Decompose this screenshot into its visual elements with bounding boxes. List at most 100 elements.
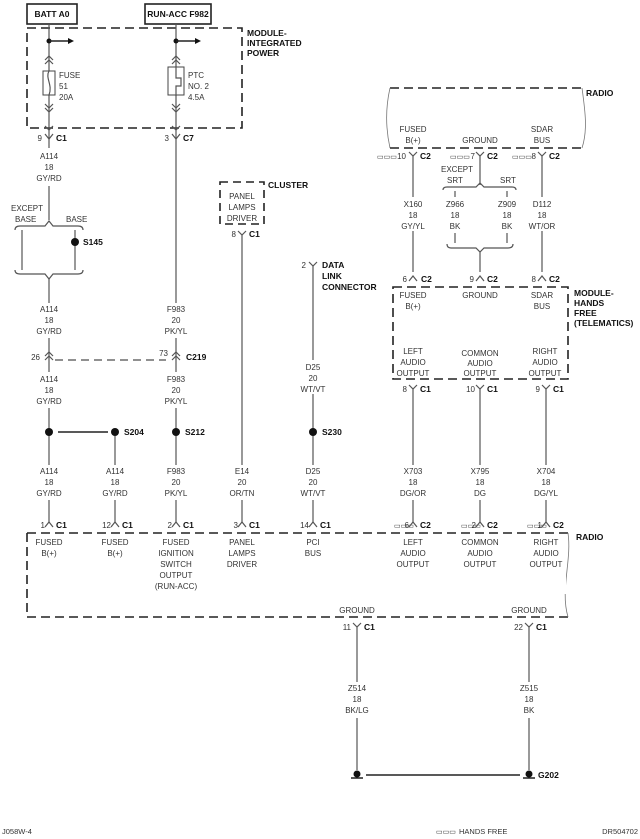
wire-code: D112 xyxy=(533,200,552,209)
connector-chevron-icon xyxy=(110,521,120,528)
base-label: BASE xyxy=(66,215,87,224)
hfm-name-1: MODULE- xyxy=(574,288,614,298)
connector-id: C1 xyxy=(553,384,564,394)
pin-number: 73 xyxy=(159,349,168,358)
option-brace-bottom xyxy=(446,243,514,253)
hfm-pin-label: FUSED xyxy=(399,291,426,300)
pin-number: 6 xyxy=(405,521,410,530)
splice-s212-label: S212 xyxy=(185,427,205,437)
fuse-rating: 20A xyxy=(59,93,74,102)
radio-pin-label: B(+) xyxy=(405,136,421,145)
pin-number: 3 xyxy=(165,134,170,143)
cluster-pin-line: LAMPS xyxy=(228,203,255,212)
hfm-c2-pin9: 9 C2 xyxy=(470,274,499,284)
radio-pin-label: OUTPUT xyxy=(160,571,193,580)
pin-number: 8 xyxy=(532,275,537,284)
hfm-name-4: (TELEMATICS) xyxy=(574,318,634,328)
pin-number: 9 xyxy=(470,275,475,284)
hands-free-icon: ▭▭▭ xyxy=(394,523,414,530)
splice-s204-dot xyxy=(111,428,119,436)
radio-pin-label: AUDIO xyxy=(400,549,425,558)
pin-number: 26 xyxy=(31,353,40,362)
wire-gauge: 20 xyxy=(309,374,318,383)
radio-pin-label: LAMPS xyxy=(228,549,255,558)
splice-s145-label: S145 xyxy=(83,237,103,247)
batt-a0-label: BATT A0 xyxy=(35,9,70,19)
wire-color: BK/LG xyxy=(345,706,369,715)
pin-number: 8 xyxy=(232,230,237,239)
radio-pin-label: FUSED xyxy=(101,538,128,547)
hfm-pin-label: RIGHT xyxy=(533,347,558,356)
pin-number: 12 xyxy=(102,521,111,530)
run-acc-f982-source: RUN-ACC F982 xyxy=(144,3,212,25)
pin-number: 2 xyxy=(302,261,307,270)
hfm-pin-label: LEFT xyxy=(403,347,423,356)
wire-color: GY/RD xyxy=(36,489,62,498)
wire-gauge: 18 xyxy=(409,478,418,487)
wire-code: Z515 xyxy=(520,684,539,693)
radio-pin-label: AUDIO xyxy=(467,549,492,558)
connector-id: C1 xyxy=(320,520,331,530)
hfm-pin-label: AUDIO xyxy=(532,358,557,367)
wire-code: X703 xyxy=(404,467,423,476)
connector-id: C1 xyxy=(536,622,547,632)
pin-number: 2 xyxy=(168,521,173,530)
ptc-number: NO. 2 xyxy=(188,82,209,91)
wire-color: DG xyxy=(474,489,486,498)
except-srt-label-1: EXCEPT xyxy=(441,165,473,174)
pin-number: 10 xyxy=(397,152,406,161)
drawing-id: DR504702 xyxy=(602,827,638,836)
dlc-name-3: CONNECTOR xyxy=(322,282,377,292)
radio-pin-label: BUS xyxy=(305,549,321,558)
option-brace-top xyxy=(14,220,84,231)
connector-id: C1 xyxy=(487,384,498,394)
wire-code: F983 xyxy=(167,305,186,314)
option-brace-top xyxy=(442,182,517,191)
radio-pin-label: PCI xyxy=(306,538,319,547)
connector-id: C1 xyxy=(249,229,260,239)
pin-number: 22 xyxy=(514,623,523,632)
hfm-c1-pin9: 9 C1 xyxy=(536,384,565,394)
radio-pin-label: RIGHT xyxy=(534,538,559,547)
module-integrated-power: MODULE- INTEGRATED POWER xyxy=(26,27,302,129)
hfm-pin-label: OUTPUT xyxy=(529,369,562,378)
ground-g202: G202 xyxy=(351,770,559,780)
hands-free-icon: ▭▭▭ xyxy=(512,154,532,161)
wire-code: X160 xyxy=(404,200,423,209)
radio-pin-label: B(+) xyxy=(107,549,123,558)
connector-chevron-icon xyxy=(475,521,485,528)
radio-pin-label: GROUND xyxy=(462,136,498,145)
radio-pin-label: DRIVER xyxy=(227,560,257,569)
connector-id: C2 xyxy=(421,274,432,284)
except-srt-label-2: SRT xyxy=(447,176,463,185)
wire-color: DG/OR xyxy=(400,489,426,498)
hands-free-icon: ▭▭▭ xyxy=(436,829,456,836)
wire-code: Z909 xyxy=(498,200,517,209)
hfm-pin-label: BUS xyxy=(534,302,550,311)
wire-color: BK xyxy=(524,706,535,715)
wire-color: DG/YL xyxy=(534,489,559,498)
except-base-label-2: BASE xyxy=(15,215,36,224)
radio-pin-label: SWITCH xyxy=(160,560,192,569)
connector-id: C1 xyxy=(249,520,260,530)
pin-number: 11 xyxy=(343,623,352,632)
wire-color: WT/VT xyxy=(301,489,326,498)
splice-s230-label: S230 xyxy=(322,427,342,437)
wire-code: X704 xyxy=(537,467,556,476)
wire-code: F983 xyxy=(167,375,186,384)
connector-chevron-icon xyxy=(237,521,247,528)
figure-id: J058W-4 xyxy=(2,827,32,836)
connector-id: C1 xyxy=(122,520,133,530)
connector-id: C2 xyxy=(549,151,560,161)
ptc-rating: 4.5A xyxy=(188,93,205,102)
radio-top-module: RADIO FUSED B(+) GROUND SDAR BUS xyxy=(386,87,614,149)
wire-code: A114 xyxy=(40,152,59,161)
ground-pin-label: GROUND xyxy=(511,606,547,615)
radio-pin-label: OUTPUT xyxy=(397,560,430,569)
fuse-number: 51 xyxy=(59,82,68,91)
